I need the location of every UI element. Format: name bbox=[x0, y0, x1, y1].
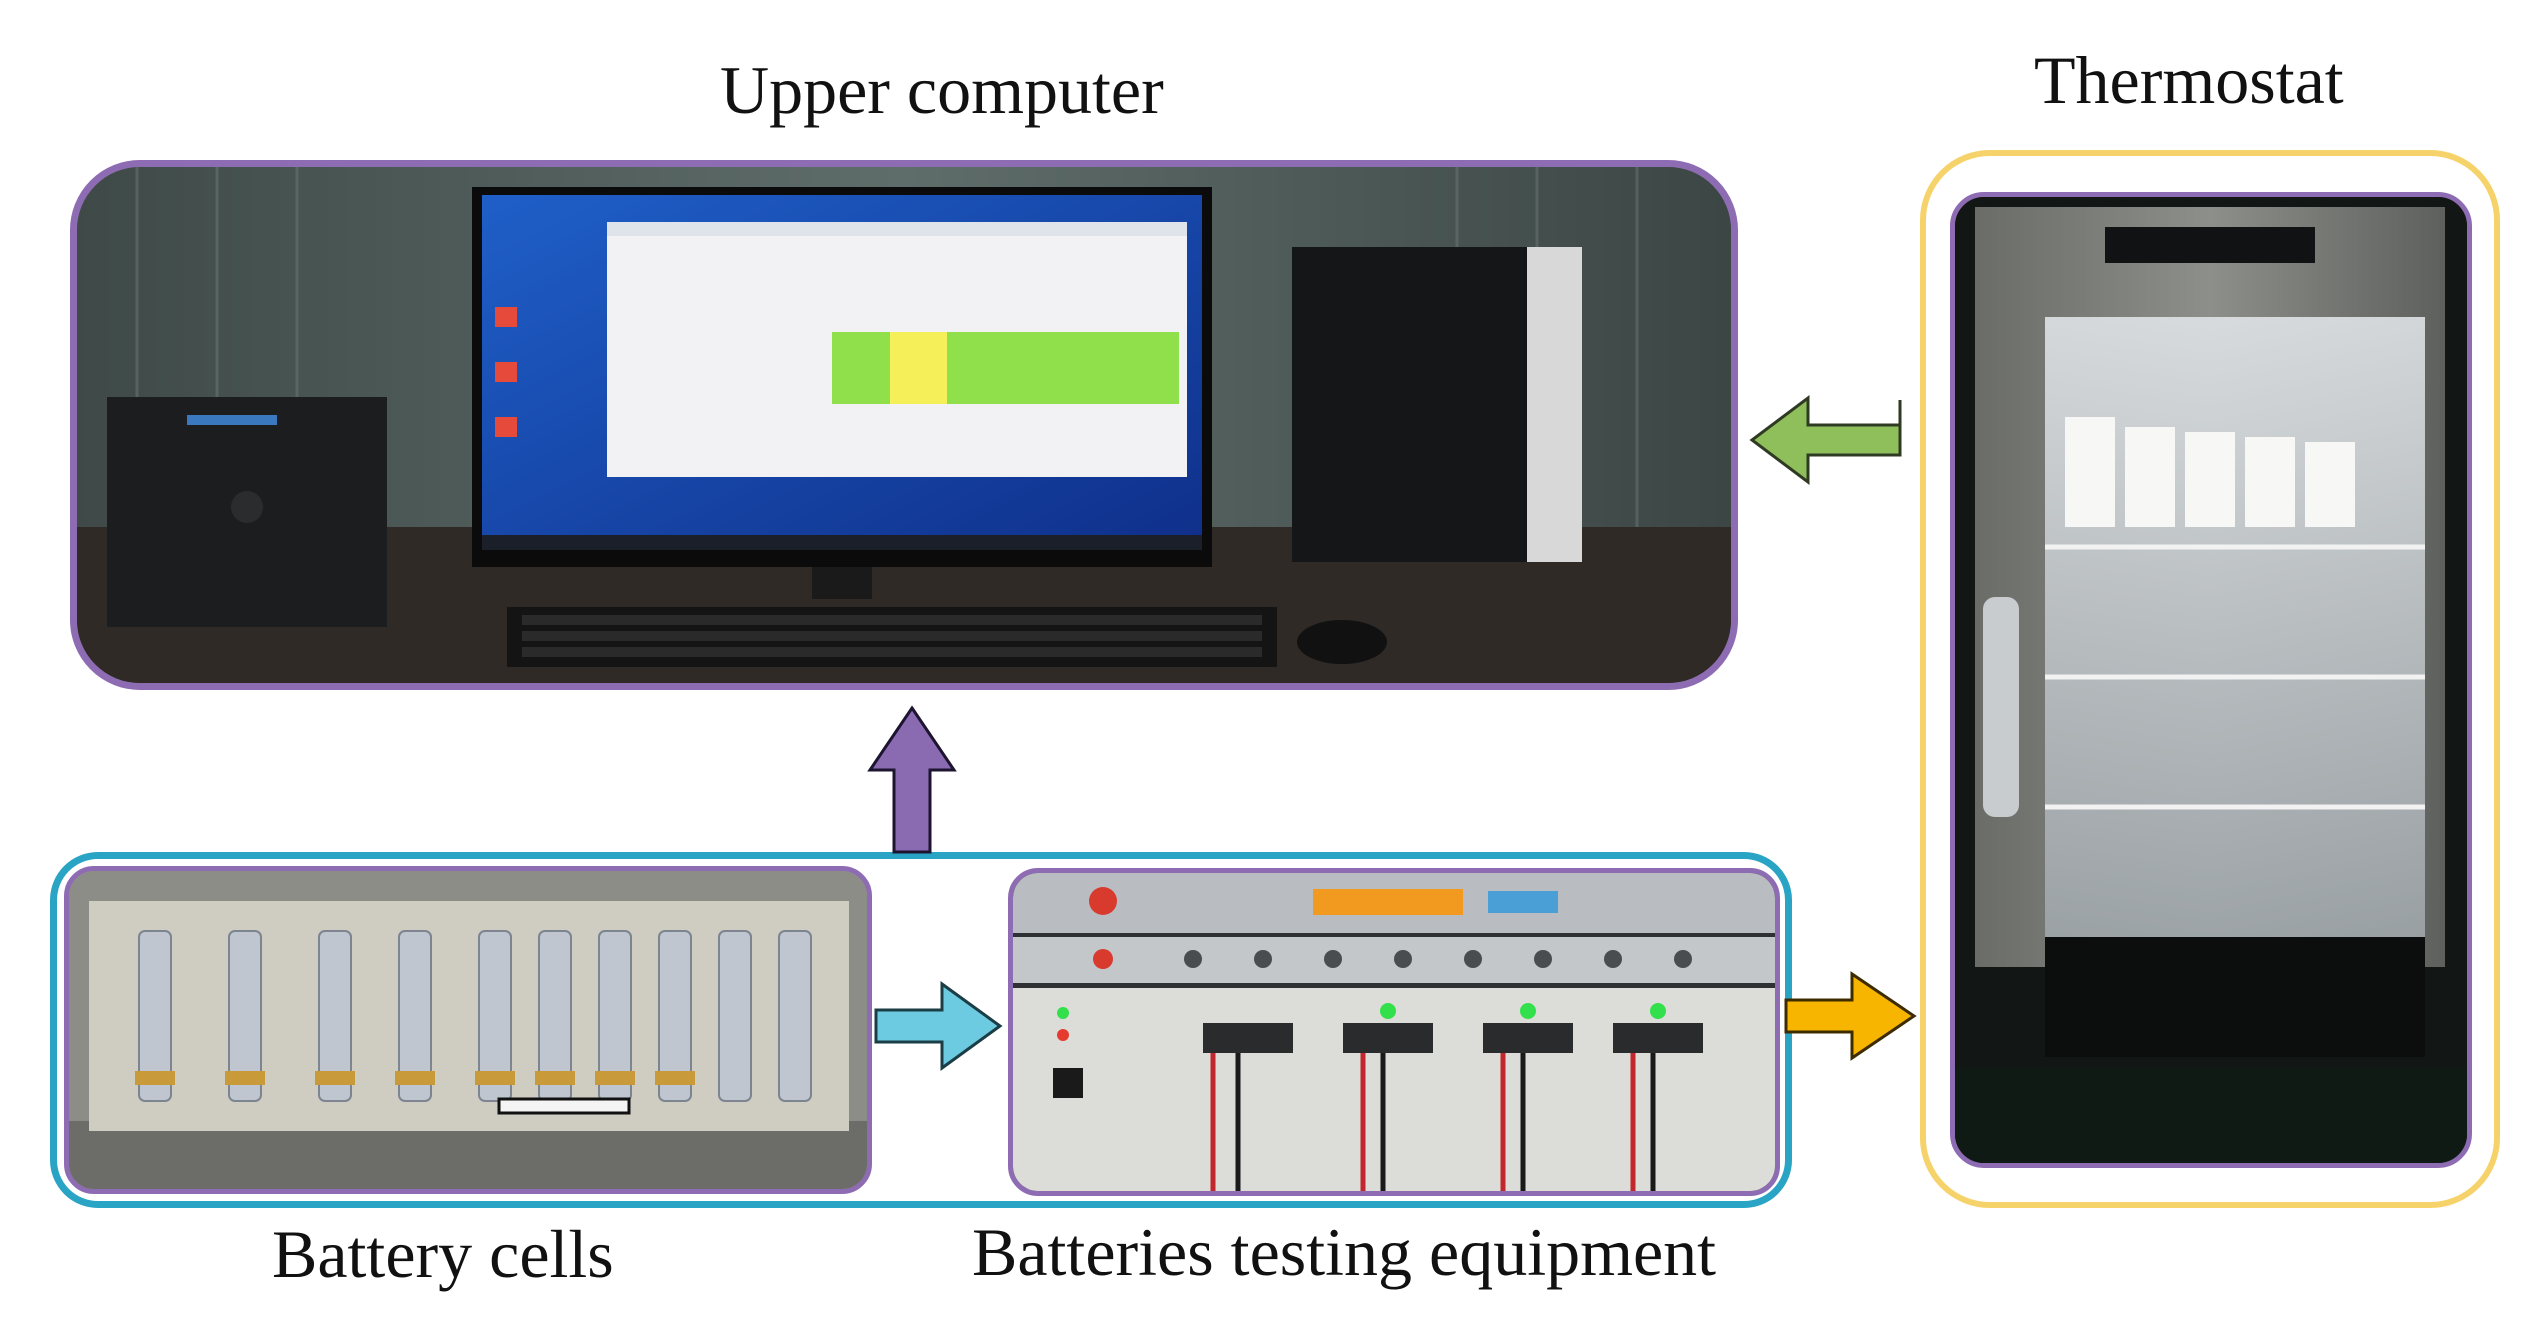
upper-computer-photo bbox=[70, 160, 1738, 690]
purple-arrow bbox=[867, 705, 957, 854]
testing-equipment-photo bbox=[1008, 868, 1780, 1196]
testing-equipment-illustration bbox=[1013, 873, 1775, 1191]
upper-computer-label: Upper computer bbox=[720, 52, 1164, 128]
orange-arrow bbox=[1784, 971, 1917, 1061]
green-arrow bbox=[1749, 395, 1902, 485]
thermostat-photo bbox=[1950, 192, 2472, 1168]
thermostat-label: Thermostat bbox=[2034, 42, 2344, 118]
battery-cells-label: Battery cells bbox=[272, 1216, 614, 1292]
battery-cells-illustration bbox=[69, 871, 867, 1189]
computer-setup-illustration bbox=[77, 167, 1731, 683]
testing-equipment-label: Batteries testing equipment bbox=[972, 1214, 1717, 1290]
thermostat-illustration bbox=[1955, 197, 2467, 1163]
cyan-arrow bbox=[874, 981, 1003, 1071]
battery-cells-photo bbox=[64, 866, 872, 1194]
